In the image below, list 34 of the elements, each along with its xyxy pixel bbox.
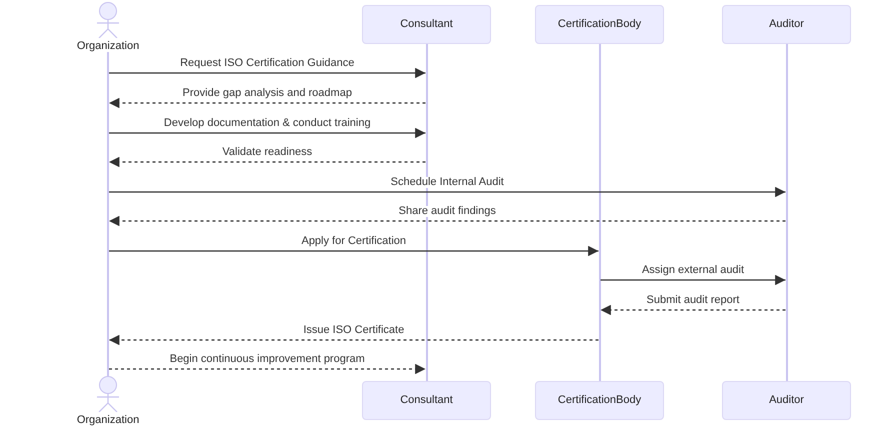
edge-label: Share audit findings [396,206,498,217]
edge-label: Request ISO Certification Guidance [178,58,356,69]
edge-label: Develop documentation & conduct training [162,118,373,129]
participant-box: CertificationBody [535,5,664,44]
participant-box: CertificationBody [535,381,664,420]
message-arrow [600,274,786,286]
lifeline [786,44,788,381]
message-arrow [109,98,426,108]
message-arrow [109,334,598,346]
actor-label: Organization [76,41,140,52]
participant-box: Consultant [362,5,491,44]
edge-label: Issue ISO Certificate [301,325,406,336]
edge-label: Provide gap analysis and roadmap [180,88,354,99]
lifeline [426,44,428,381]
edge-label: Submit audit report [644,295,742,306]
lifeline [598,44,600,381]
edge-label: Assign external audit [640,265,746,276]
actor-label: Organization [76,415,140,426]
message-arrow [109,68,426,78]
message-arrow [109,156,426,168]
participant-box: Auditor [722,5,851,44]
edge-label: Begin continuous improvement program [168,354,367,365]
participant-box: Consultant [362,381,491,420]
message-arrow [109,216,786,226]
message-arrow [109,128,426,138]
message-arrow [109,186,786,198]
participant-box: Auditor [722,381,851,420]
message-arrow [109,364,426,374]
message-arrow [600,304,786,316]
message-arrow [109,246,598,256]
edge-label: Schedule Internal Audit [388,177,506,188]
lifeline [107,52,109,376]
edge-label: Apply for Certification [299,236,408,247]
edge-label: Validate readiness [220,147,314,158]
